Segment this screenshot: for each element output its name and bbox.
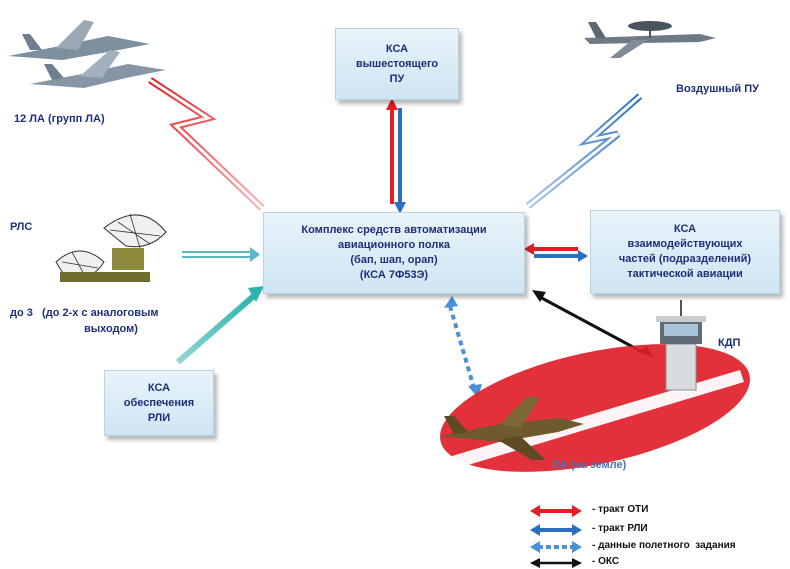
cooperating-line-3: частей (подразделений) — [618, 253, 752, 265]
radar-label: РЛС — [10, 221, 33, 233]
rli-link-support — [176, 286, 264, 365]
higher-cp-line-1: КСА — [385, 42, 409, 55]
rli-support-line-2: обеспечения — [123, 396, 195, 409]
rli-support-line-3: РЛИ — [147, 411, 171, 424]
legend-rli-text: - тракт РЛИ — [592, 523, 648, 534]
aircraft-group-label: 12 ЛА (групп ЛА) — [14, 113, 105, 125]
control-tower-icon — [656, 300, 706, 391]
legend-arrow-oks — [530, 558, 582, 568]
air-cp-label: Воздушный ПУ — [676, 83, 759, 95]
awacs-plane-icon — [584, 21, 716, 58]
central-line-4: (КСА 7Ф53Э) — [359, 269, 429, 281]
rli-support-box: КСА обеспечения РЛИ — [104, 370, 214, 436]
radar-count-label-2: выходом) — [84, 323, 138, 335]
ground-fighter-icon — [440, 396, 584, 460]
aircraft-ground-label: ЛА (на земле) — [552, 459, 627, 471]
kdp-label: КДП — [718, 337, 741, 349]
cooperating-line-2: взаимодействующих — [627, 238, 743, 250]
cooperating-units-box: КСА взаимодействующих частей (подразделе… — [590, 210, 780, 294]
oti-rli-link-horizontal — [524, 243, 588, 262]
legend-flight-text: - данные полетного задания — [592, 540, 736, 551]
legend-oti-text: - тракт ОТИ — [592, 504, 649, 515]
higher-cp-line-3: ПУ — [389, 72, 405, 85]
fighter-jets-icon — [8, 20, 166, 88]
central-complex-box: Комплекс средств автоматизации авиационн… — [263, 212, 525, 294]
legend-oks-text: - ОКС — [592, 556, 620, 567]
legend-arrow-rli — [530, 524, 582, 536]
cooperating-line-1: КСА — [673, 223, 697, 235]
rli-link-air-cp — [525, 93, 643, 209]
oti-link-aircraft — [148, 77, 265, 211]
central-line-3: (бап, шап, орап) — [350, 254, 438, 266]
higher-cp-box: КСА вышестоящего ПУ — [335, 28, 459, 100]
cooperating-line-4: тактической авиации — [627, 268, 743, 280]
legend-arrow-oti — [530, 505, 582, 517]
flight-data-link — [444, 296, 482, 398]
rli-link-radar — [182, 247, 260, 262]
central-line-2: авиационного полка — [338, 239, 450, 251]
oti-rli-link-vertical — [386, 98, 406, 214]
radar-count-label-1: до 3 (до 2-х с аналоговым — [10, 307, 159, 319]
rli-support-line-1: КСА — [147, 381, 171, 394]
radar-antenna-icon — [55, 213, 167, 282]
legend-arrow-flight — [530, 541, 582, 553]
higher-cp-line-2: вышестоящего — [355, 57, 439, 70]
central-line-1: Комплекс средств автоматизации — [301, 224, 487, 236]
